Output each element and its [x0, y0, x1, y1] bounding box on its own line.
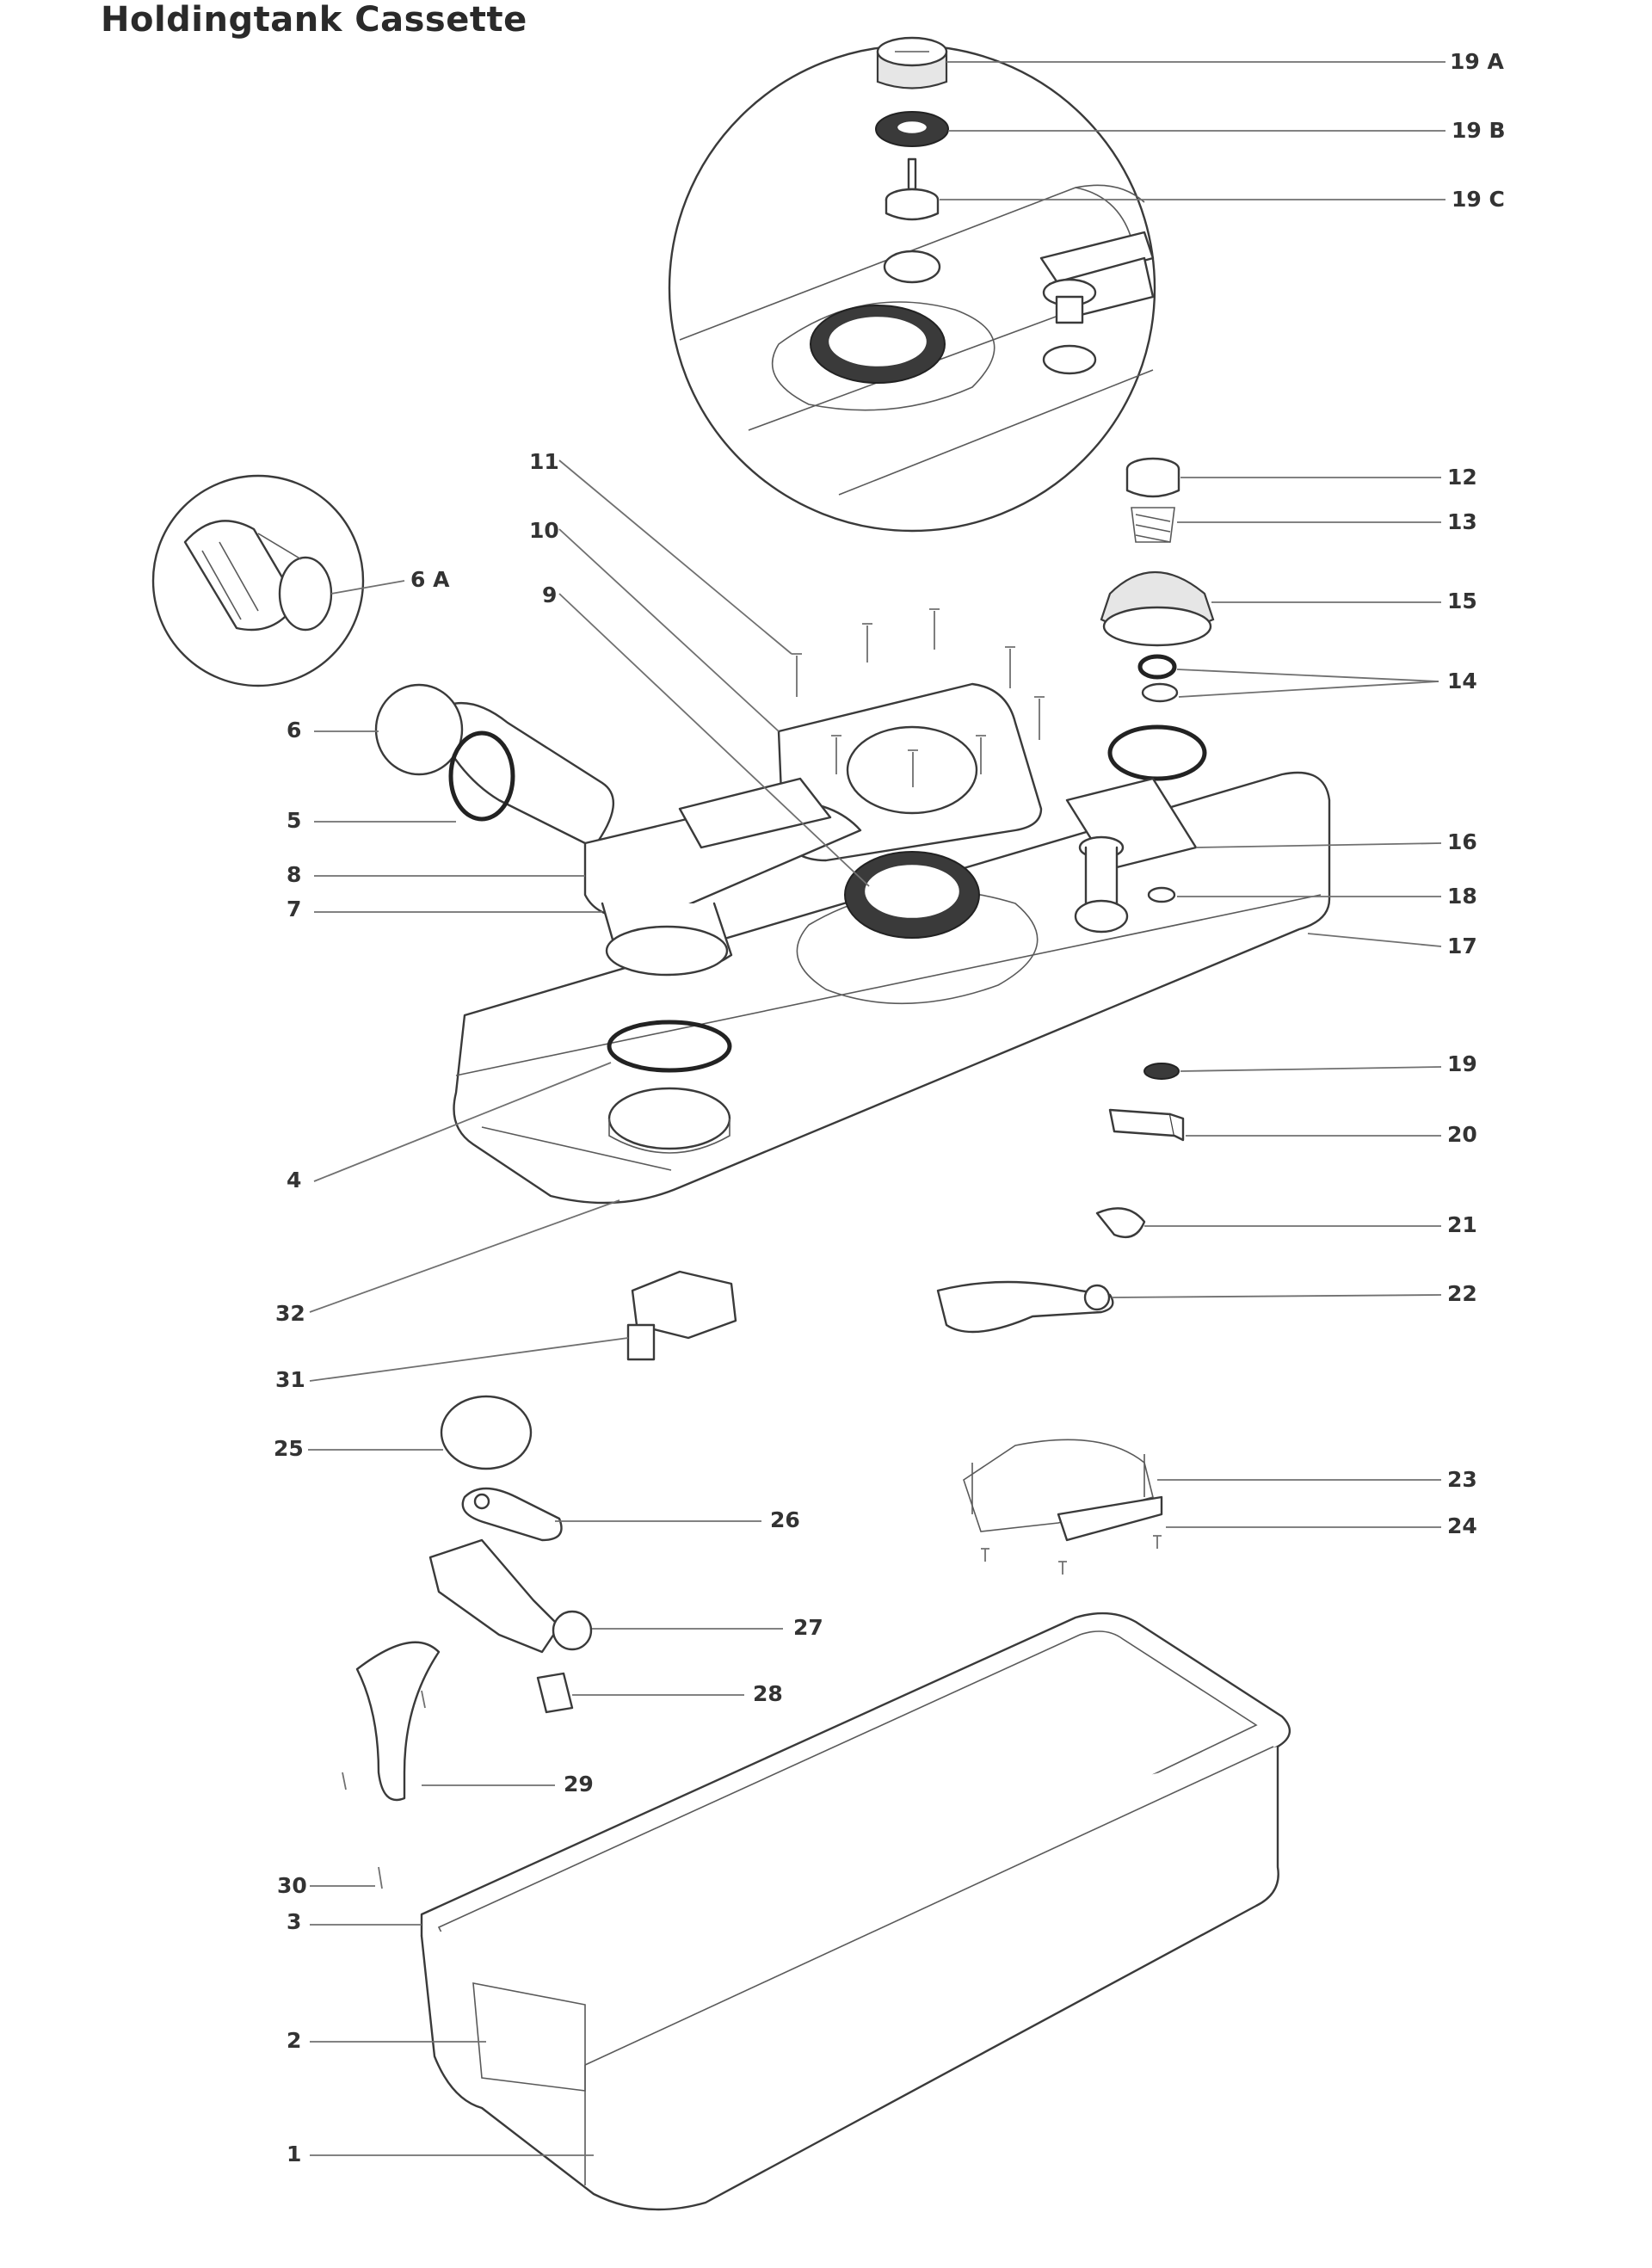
leader-line-32 — [309, 1199, 620, 1313]
part-label-12: 12 — [1447, 465, 1477, 490]
leader-line-22 — [1111, 1294, 1442, 1298]
part-label-14: 14 — [1447, 669, 1477, 693]
part-label-19a: 19 A — [1450, 49, 1504, 74]
loose-parts — [342, 1063, 1185, 1889]
part-label-16: 16 — [1447, 829, 1477, 854]
leader-line-14 — [1176, 669, 1439, 682]
part-label-29: 29 — [564, 1772, 594, 1797]
leader-line-17 — [1307, 933, 1442, 947]
leader-line-6a — [330, 580, 405, 595]
part-label-28: 28 — [753, 1681, 783, 1706]
part-label-6a: 6 A — [410, 567, 450, 592]
part-label-4: 4 — [287, 1168, 301, 1193]
part-label-9: 9 — [542, 582, 557, 607]
part-label-30: 30 — [277, 1873, 307, 1898]
part-label-1: 1 — [287, 2142, 301, 2166]
part-label-13: 13 — [1447, 509, 1477, 534]
leader-line-31 — [309, 1337, 629, 1382]
screws-11 — [792, 608, 1045, 787]
leader-line-11 — [558, 459, 792, 655]
part-label-7: 7 — [287, 897, 301, 921]
part-label-6: 6 — [287, 718, 301, 743]
part-label-23: 23 — [1447, 1467, 1477, 1492]
part-label-24: 24 — [1447, 1513, 1477, 1538]
detail-magnifier-circle — [668, 36, 1156, 533]
part-label-27: 27 — [793, 1615, 823, 1640]
leader-line-14-b — [1178, 681, 1439, 698]
tank-lid-assembly — [374, 457, 1331, 1205]
part-label-19: 19 — [1447, 1051, 1477, 1076]
leader-line-10 — [558, 528, 780, 732]
part-label-11: 11 — [529, 449, 559, 474]
detail-circle-6a — [151, 474, 365, 687]
part-label-20: 20 — [1447, 1122, 1477, 1147]
leader-line-4 — [313, 1062, 612, 1182]
part-label-18: 18 — [1447, 884, 1477, 909]
part-label-25: 25 — [274, 1436, 304, 1461]
part-label-31: 31 — [275, 1367, 305, 1392]
part-label-10: 10 — [529, 518, 559, 543]
part-label-21: 21 — [1447, 1212, 1477, 1237]
page-title: Holdingtank Cassette — [101, 0, 527, 40]
leader-line-19 — [1180, 1066, 1442, 1072]
part-label-8: 8 — [287, 862, 301, 887]
part-label-17: 17 — [1447, 934, 1477, 958]
part-label-19c: 19 C — [1452, 187, 1505, 212]
leader-line-9 — [558, 593, 870, 887]
part-label-15: 15 — [1447, 589, 1477, 613]
part-label-19b: 19 B — [1452, 118, 1506, 143]
part-label-2: 2 — [287, 2028, 301, 2053]
part-label-26: 26 — [770, 1507, 800, 1532]
part-label-32: 32 — [275, 1301, 305, 1326]
leader-line-16 — [1195, 842, 1442, 848]
part-label-22: 22 — [1447, 1281, 1477, 1306]
part-label-3: 3 — [287, 1909, 301, 1934]
part-label-5: 5 — [287, 808, 301, 833]
tank-body — [420, 1612, 1291, 2211]
part-labels: 19 A19 B19 C1213151416181719202122232411… — [274, 49, 1506, 2166]
